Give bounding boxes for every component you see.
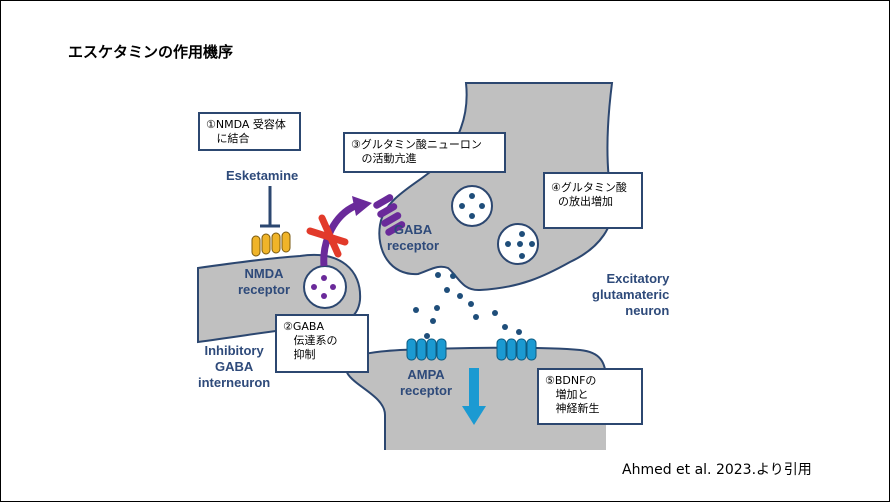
- step3-box: ③グルタミン酸ニューロン の活動亢進: [343, 132, 506, 173]
- glutamate-molecules: [413, 193, 535, 339]
- step4-box: ④グルタミン酸 の放出増加: [543, 172, 643, 229]
- gaba-vesicle: [303, 265, 347, 309]
- esketamine-label: Esketamine: [226, 168, 299, 183]
- step2-box: ②GABA 伝達系の 抑制: [275, 314, 369, 373]
- step1-box: ①NMDA 受容体 に結合: [198, 112, 301, 151]
- slide-title: エスケタミンの作用機序: [68, 43, 234, 61]
- block-x-icon: [306, 214, 349, 258]
- citation: Ahmed et al. 2023.より引用: [622, 462, 812, 478]
- step5-box: ⑤BDNFの 増加と 神経新生: [537, 368, 643, 425]
- down-arrow-icon: [462, 368, 486, 425]
- nmda-receptor: [251, 231, 291, 257]
- ampa-receptor: [406, 338, 537, 361]
- gaba-arrow: [320, 202, 357, 267]
- gaba-receptor: [373, 194, 406, 236]
